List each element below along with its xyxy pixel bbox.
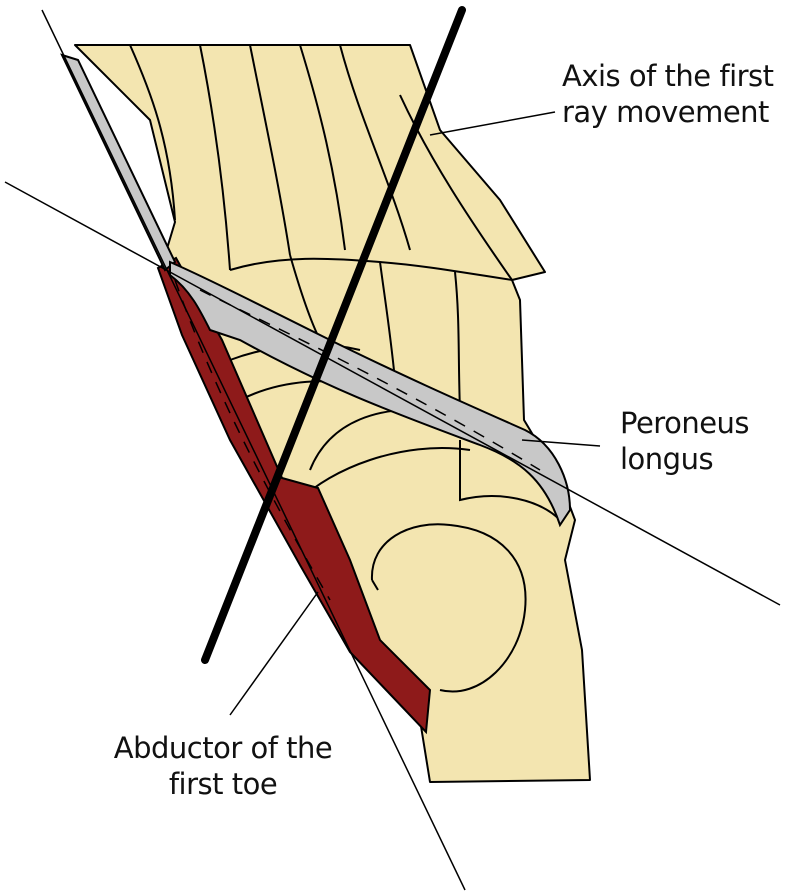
first-ray-axis-line	[201, 6, 466, 664]
tendon-dashes	[174, 279, 541, 601]
abductor-label-line2: first toe	[168, 767, 278, 801]
peroneus-label-line2: longus	[620, 442, 714, 476]
abductor-muscle	[156, 256, 432, 735]
axis-label-line1: Axis of the first	[562, 59, 774, 93]
abductor-label-line1: Abductor of the	[113, 731, 333, 765]
foot-bones-silhouette	[74, 44, 591, 783]
peroneus-label-line1: Peroneus	[620, 406, 750, 440]
peroneus-leader-line	[521, 439, 601, 447]
peroneus-reference-line	[4, 181, 781, 606]
axis-label: Axis of the first ray movement	[562, 58, 774, 130]
abductor-reference-line	[41, 9, 466, 891]
abductor-leader-line	[229, 591, 319, 716]
axis-label-line2: ray movement	[562, 95, 769, 129]
abductor-label: Abductor of the first toe	[108, 730, 338, 802]
peroneus-label: Peroneus longus	[620, 405, 750, 477]
axis-leader-line	[429, 111, 556, 136]
